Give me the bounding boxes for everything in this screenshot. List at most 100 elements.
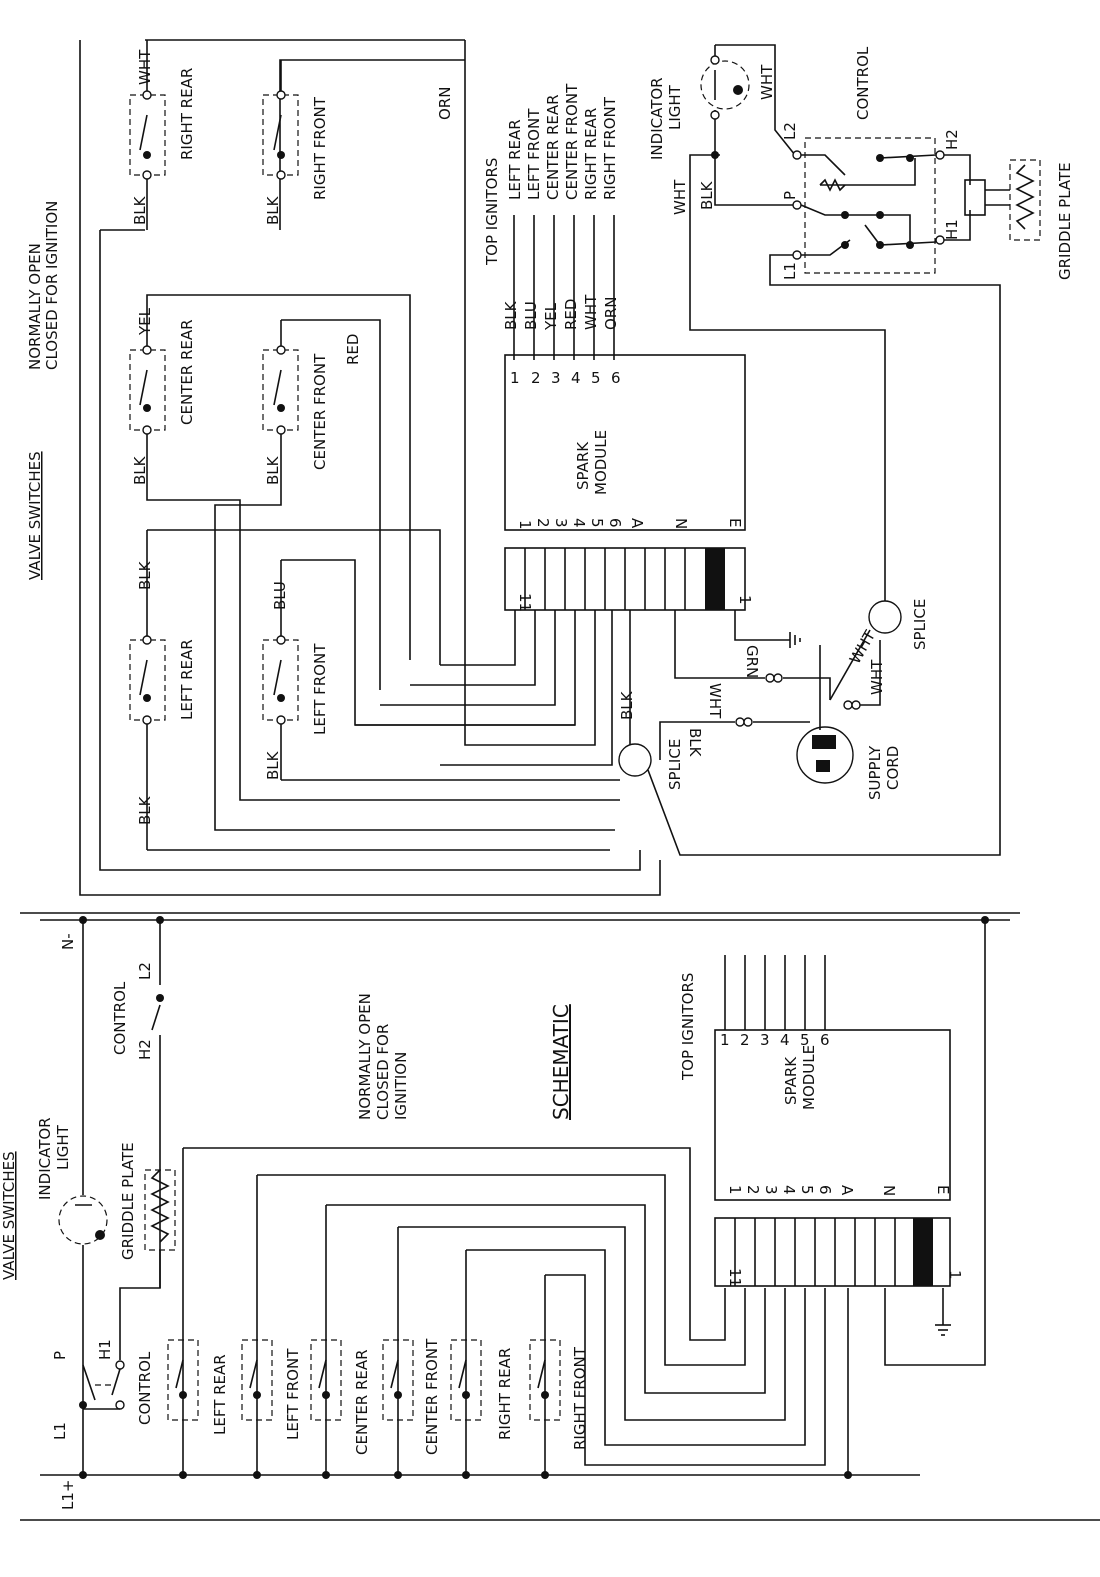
supply-cord-plug: SUPPLY CORD [796, 726, 902, 800]
switch-left-rear-label: LEFT REAR [178, 639, 196, 720]
ignitor-center-front: CENTER FRONT [563, 83, 581, 200]
wire-label-blk-7: BLK [264, 750, 282, 780]
schematic-griddle-label: GRIDDLE PLATE [119, 1142, 137, 1260]
schematic-normally-open-3: IGNITION [392, 1052, 410, 1120]
ignitor-wire-blu: BLU [522, 301, 540, 330]
connector-pin-11: 11 [516, 593, 534, 612]
schematic-switch-center-front: CENTER FRONT [423, 1250, 482, 1475]
wire-label-wht-5: WHT [758, 64, 776, 100]
switch-right-front-label: RIGHT FRONT [311, 96, 329, 200]
switch-center-rear: CENTER REAR YEL BLK [129, 300, 196, 490]
pin-b4: 4 [570, 518, 588, 528]
schematic-connector-black-pin [913, 1218, 933, 1286]
connector-pin-1: 1 [736, 595, 754, 605]
griddle-plate-top-label: GRIDDLE PLATE [1056, 162, 1074, 280]
ignitor-wire-wht: WHT [582, 294, 600, 330]
schematic-top-ignitors: TOP IGNITORS [679, 973, 697, 1081]
splice-lower-label: SPLICE [666, 739, 684, 790]
wire-label-yel: YEL [136, 307, 154, 336]
schematic-normally-open-2: CLOSED FOR [374, 1024, 392, 1120]
pin-be: E [726, 518, 744, 527]
schematic-control-title: CONTROL [111, 981, 129, 1055]
schematic-indicator-label-2: LIGHT [54, 1124, 72, 1170]
schematic-switch-left-rear: LEFT REAR [211, 1175, 273, 1475]
ignitor-wire-yel: YEL [542, 302, 560, 331]
schematic-pin-b6: 6 [816, 1185, 834, 1195]
spark-module-title-1: SPARK [574, 441, 592, 490]
normally-open-note-line2: CLOSED FOR IGNITION [43, 201, 61, 370]
pin-bn: N [672, 518, 690, 529]
schematic-connector-pin-11: 11 [726, 1268, 744, 1287]
schematic: SCHEMATIC VALVE SWITCHES NORMALLY OPEN C… [0, 916, 1010, 1510]
schematic-switch-left-front-label: LEFT FRONT [284, 1348, 302, 1440]
control-top: CONTROL L2 P L1 H2 H1 [781, 46, 961, 280]
pin-b5: 5 [588, 518, 606, 528]
wire-label-blk-8: BLK [618, 690, 636, 720]
wire-label-blk-9: BLK [686, 728, 704, 758]
control-terminal-p: P [781, 191, 799, 200]
pin-b2: 2 [534, 518, 552, 528]
wire-label-red: RED [344, 334, 362, 365]
schematic-normally-open-1: NORMALLY OPEN [356, 993, 374, 1120]
schematic-pin-b2: 2 [744, 1185, 762, 1195]
ignitor-leads [513, 215, 615, 360]
schematic-spark-module: SPARK MODULE 1 2 3 4 5 6 1 2 3 4 5 6 A N… [714, 1029, 952, 1201]
wire-label-orn: ORN [436, 87, 454, 120]
switch-center-rear-label: CENTER REAR [178, 319, 196, 425]
schematic-pin-bn: N [880, 1185, 898, 1196]
schematic-connector-block: 11 1 [714, 1217, 964, 1287]
wire-label-wht-6: WHT [671, 179, 689, 215]
wire-label-grn: GRN [743, 645, 761, 678]
ignitor-right-front: RIGHT FRONT [601, 96, 619, 200]
control-top-title: CONTROL [854, 46, 872, 120]
wire-label-blu: BLU [271, 581, 289, 610]
wiring-diagram-top: VALVE SWITCHES NORMALLY OPEN CLOSED FOR … [26, 39, 1074, 896]
schematic-ignitor-pin-6: 6 [820, 1031, 830, 1049]
supply-cord-label-1: SUPPLY [866, 745, 884, 800]
switch-right-rear: RIGHT REAR WHT BLK [129, 40, 196, 230]
pin-1: 1 [510, 369, 520, 387]
ignitor-left-rear: LEFT REAR [506, 119, 524, 200]
schematic-connector-pin-1: 1 [946, 1270, 964, 1280]
indicator-light-top: INDICATOR LIGHT WHT WHT BLK [648, 45, 776, 215]
schematic-pin-b5: 5 [798, 1185, 816, 1195]
schematic-ignitor-pin-4: 4 [780, 1031, 790, 1049]
schematic-indicator-label-1: INDICATOR [36, 1117, 54, 1200]
spark-module: SPARK MODULE 1 2 3 4 5 6 1 2 3 4 5 6 A N… [504, 354, 746, 531]
ignitor-wire-blk: BLK [502, 300, 520, 330]
schematic-ignitor-pin-1: 1 [720, 1031, 730, 1049]
schematic-griddle-plate: GRIDDLE PLATE [119, 1142, 176, 1288]
indicator-light-label-2: LIGHT [666, 84, 684, 130]
valve-switches-heading: VALVE SWITCHES [26, 451, 44, 580]
switch-left-front: LEFT FRONT BLU BLK [262, 560, 329, 780]
rail-line-label: L1+ [59, 1480, 77, 1510]
schematic-switch-center-rear-label: CENTER REAR [353, 1349, 371, 1455]
schematic-switch-center-front-label: CENTER FRONT [423, 1338, 441, 1455]
spark-module-pins-bottom: 1 2 3 4 5 6 A N E [516, 518, 744, 530]
supply-cord-label-2: CORD [884, 746, 902, 790]
normally-open-note-line1: NORMALLY OPEN [26, 243, 44, 370]
schematic-pin-b3: 3 [762, 1185, 780, 1195]
splice-lower: SPLICE [618, 739, 684, 790]
switch-left-front-label: LEFT FRONT [311, 643, 329, 735]
schematic-switch-right-rear: RIGHT REAR [496, 1275, 561, 1475]
schematic-control: CONTROL L2 H2 P H1 L1 [51, 920, 164, 1440]
pin-4: 4 [571, 369, 581, 387]
control-terminal-l1: L1 [781, 262, 799, 280]
wire-label-blk-5: BLK [136, 560, 154, 590]
wire-label-wht-3: WHT [868, 659, 886, 695]
schematic-ignitor-leads [724, 955, 826, 1030]
wire-label-blk-6: BLK [136, 795, 154, 825]
schematic-pin-b1: 1 [726, 1185, 744, 1195]
top-ignitors-title: TOP IGNITORS [483, 158, 501, 266]
switch-right-rear-label: RIGHT REAR [178, 68, 196, 160]
ignitor-right-rear: RIGHT REAR [582, 108, 600, 200]
schematic-switch-control-label: CONTROL [136, 1351, 154, 1425]
wire-label-blk-3: BLK [131, 455, 149, 485]
schematic-switch-right-rear-label: RIGHT REAR [496, 1348, 514, 1440]
splice-right-label: SPLICE [911, 599, 929, 650]
schematic-pin-ba: A [838, 1185, 856, 1196]
wire-label-blk-2: BLK [264, 195, 282, 225]
wire-label-blk-10: BLK [698, 180, 716, 210]
control-terminal-h2: H2 [943, 129, 961, 150]
